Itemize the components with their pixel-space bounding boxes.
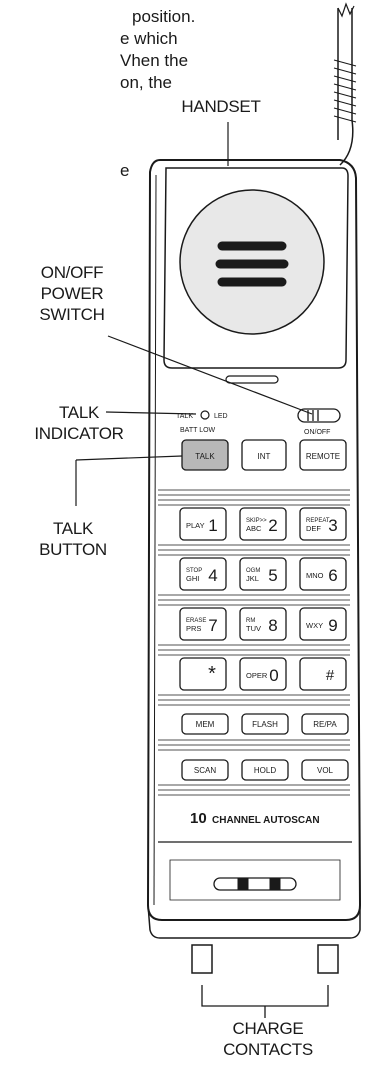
- charge-contact-right: [317, 944, 339, 974]
- text-fragment: Vhen the: [120, 51, 189, 70]
- power-switch-label: ON/OFF POWER SWITCH: [39, 263, 105, 324]
- remote-button: [299, 439, 347, 471]
- antenna-cord: [337, 8, 354, 166]
- key-6-letters: MNO: [306, 571, 324, 580]
- key-hash-label: #: [326, 667, 335, 684]
- key-5-function: OGM: [246, 568, 260, 574]
- key-2-digit: 2: [268, 516, 277, 535]
- remote-button-text: REMOTE: [306, 452, 340, 461]
- key-3-letters: DEF: [306, 524, 321, 533]
- text-fragment: position.: [132, 7, 196, 26]
- key-4-digit: 4: [208, 566, 217, 585]
- phone-body: [146, 159, 362, 921]
- mem-button-text: MEM: [196, 720, 215, 729]
- led-indicator: [200, 410, 210, 420]
- key-4-function: STOP: [186, 568, 202, 574]
- handset-label: HANDSET: [181, 97, 261, 116]
- key-2-letters: ABC: [246, 524, 262, 533]
- int-button-text: INT: [258, 452, 271, 461]
- key-8-digit: 8: [268, 616, 277, 635]
- flash-button-text: FLASH: [252, 720, 278, 729]
- text-fragment: e which: [120, 29, 178, 48]
- text-fragment: on, the: [120, 73, 172, 92]
- scan-button-text: SCAN: [194, 766, 216, 775]
- key-9-letters: WXY: [306, 621, 323, 630]
- key-0-digit: 0: [269, 666, 278, 685]
- key-3-digit: 3: [328, 516, 337, 535]
- key-8-letters: TUV: [246, 624, 261, 633]
- led-label: LED: [214, 413, 228, 420]
- key-1-letters: PLAY: [186, 521, 205, 530]
- autoscan-number: 10: [190, 810, 207, 827]
- key-7-function: ERASE: [186, 618, 206, 624]
- key-5-digit: 5: [268, 566, 277, 585]
- key-7-digit: 7: [208, 616, 217, 635]
- talk-indicator-label: TALK INDICATOR: [34, 403, 124, 443]
- talk-button: [181, 439, 229, 471]
- autoscan-text: CHANNEL AUTOSCAN: [212, 815, 320, 826]
- key-2-function: SKIP>>: [246, 518, 267, 524]
- vol-button-text: VOL: [317, 766, 334, 775]
- text-fragment: e: [120, 161, 130, 180]
- repa-button-text: RE/PA: [313, 720, 337, 729]
- key-8-function: RM: [246, 618, 255, 624]
- key-0-letters: OPER: [246, 671, 268, 680]
- key-1-digit: 1: [208, 516, 217, 535]
- led-talk-label: TALK: [176, 413, 193, 420]
- key-7-letters: PRS: [186, 624, 201, 633]
- hold-button-text: HOLD: [254, 766, 276, 775]
- onoff-switch: [297, 408, 341, 423]
- charge-contact-left: [191, 944, 213, 974]
- talk-button-text: TALK: [195, 452, 215, 461]
- talk-button-label: TALK BUTTON: [39, 519, 107, 559]
- key-5-letters: JKL: [246, 574, 259, 583]
- batt-low-label: BATT LOW: [180, 427, 216, 434]
- earpiece-panel: [163, 167, 349, 369]
- onoff-label: ON/OFF: [304, 429, 330, 436]
- key-4-letters: GHI: [186, 574, 199, 583]
- microphone-slot: [213, 877, 297, 891]
- key-star-label: *: [208, 663, 216, 685]
- key-6-digit: 6: [328, 566, 337, 585]
- int-button: [241, 439, 287, 471]
- charge-contacts-label: CHARGE CONTACTS: [223, 1019, 313, 1059]
- key-9-digit: 9: [328, 616, 337, 635]
- key-3-function: REPEAT: [306, 518, 330, 524]
